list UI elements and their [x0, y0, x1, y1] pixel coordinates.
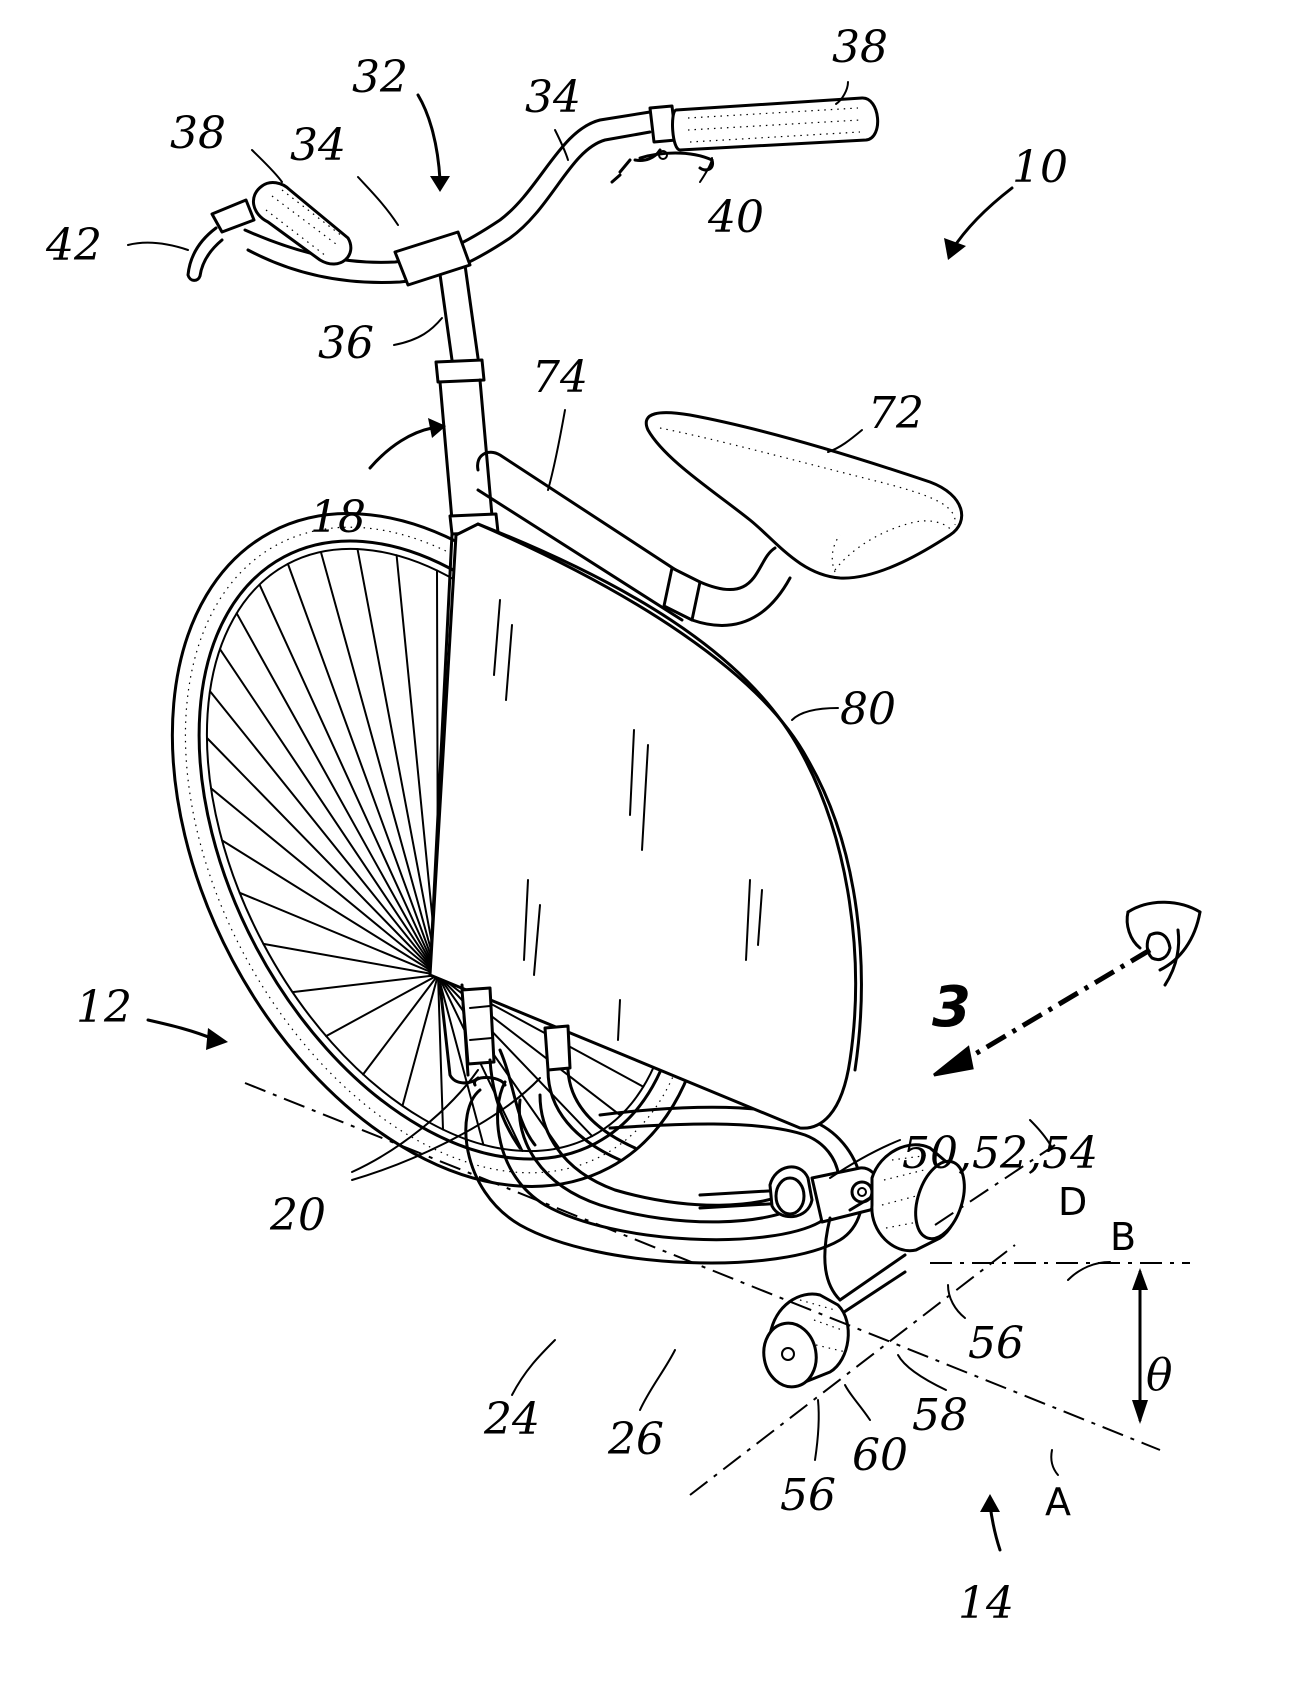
view-arrow-3 — [934, 902, 1200, 1075]
ref-12: 12 — [76, 982, 132, 1033]
ref-80: 80 — [840, 684, 896, 735]
spoke — [293, 975, 439, 992]
ref-60: 60 — [852, 1430, 908, 1481]
spoke — [326, 975, 438, 1036]
ref-36: 36 — [318, 318, 374, 369]
ref-20: 20 — [269, 1190, 326, 1241]
spoke — [207, 738, 438, 975]
axis-label-d: D — [1058, 1180, 1087, 1224]
ref-58: 58 — [912, 1390, 968, 1441]
ref-34-left: 34 — [290, 120, 346, 171]
ref-14: 14 — [958, 1578, 1014, 1629]
ref-32: 32 — [352, 52, 408, 103]
ref-38-left: 38 — [170, 108, 226, 159]
spoke — [210, 691, 438, 975]
ref-38-right: 38 — [832, 22, 888, 73]
ref-40: 40 — [707, 192, 764, 243]
right-grip — [673, 98, 878, 150]
ref-72: 72 — [868, 388, 924, 439]
ref-24: 24 — [483, 1394, 540, 1445]
spoke — [358, 549, 439, 975]
ref-42: 42 — [45, 220, 102, 271]
spoke — [260, 585, 439, 975]
ref-3: 3 — [932, 975, 971, 1040]
ref-10: 10 — [1012, 142, 1068, 193]
brake-lever-left — [188, 200, 254, 280]
ref-18: 18 — [310, 492, 366, 543]
fairing-shield — [430, 524, 861, 1128]
ref-56-left: 56 — [780, 1470, 836, 1521]
spoke — [240, 893, 438, 975]
axis-labels: D B A θ — [1045, 1180, 1173, 1524]
trainer-wheel-left — [759, 1294, 848, 1391]
ref-50-52-54: 50,52,54 — [902, 1128, 1098, 1179]
ref-74: 74 — [532, 352, 588, 403]
axis-label-b: B — [1110, 1215, 1136, 1259]
spoke — [403, 975, 439, 1106]
spoke — [363, 975, 438, 1074]
ref-56-right: 56 — [968, 1318, 1024, 1369]
angle-label-theta: θ — [1146, 1350, 1173, 1401]
spoke — [220, 649, 438, 975]
axis-label-a: A — [1045, 1480, 1071, 1524]
ref-26: 26 — [607, 1414, 664, 1465]
ref-34-right: 34 — [525, 72, 581, 123]
spoke — [321, 552, 438, 975]
